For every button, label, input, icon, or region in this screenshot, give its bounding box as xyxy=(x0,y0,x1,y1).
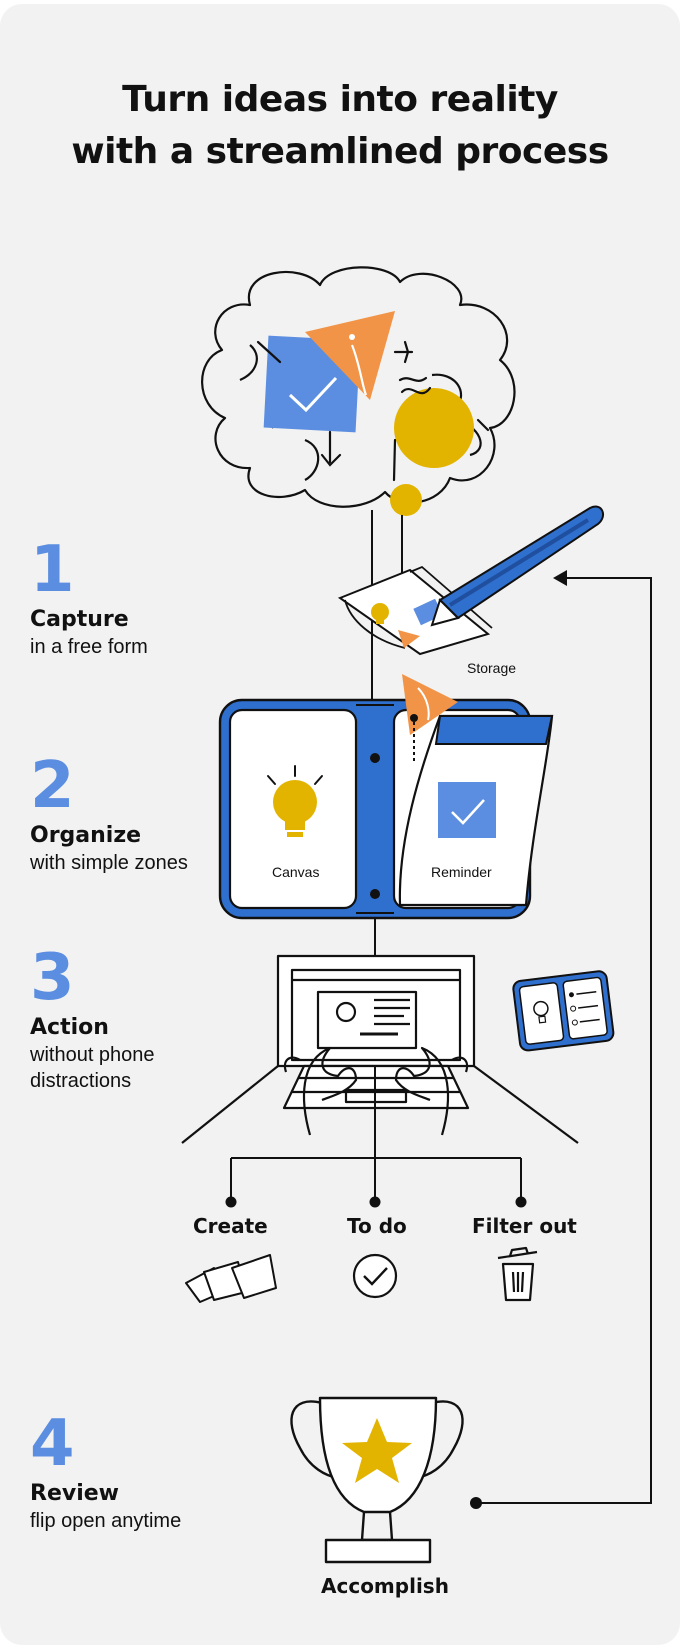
step-number: 3 xyxy=(30,941,75,1015)
title-line-2: with a streamlined process xyxy=(71,131,609,172)
step-number: 1 xyxy=(30,533,75,607)
canvas-label: Canvas xyxy=(272,864,320,880)
step-description: without phone xyxy=(30,1044,155,1066)
step-description: flip open anytime xyxy=(30,1510,182,1532)
storage-label: Storage xyxy=(467,660,517,676)
trash-icon xyxy=(497,1246,538,1302)
step-label: Organize xyxy=(30,823,142,848)
page-title: Turn ideas into reality with a streamlin… xyxy=(0,74,680,178)
pen-icon xyxy=(430,505,605,627)
yellow-circle-icon xyxy=(390,388,474,516)
step-label: Capture xyxy=(30,607,129,632)
step-description-line2: distractions xyxy=(30,1070,132,1092)
step-description: in a free form xyxy=(30,636,148,658)
papers-icon xyxy=(185,1254,277,1303)
step-description: with simple zones xyxy=(30,852,188,874)
star-icon xyxy=(342,1418,412,1483)
step-label: Review xyxy=(30,1481,119,1506)
step-organize: 2 Organize with simple zones xyxy=(30,754,188,876)
accomplish-label: Accomplish xyxy=(321,1574,449,1598)
step-number: 4 xyxy=(30,1407,75,1481)
lightbulb-icon xyxy=(267,765,323,837)
check-circle-icon xyxy=(352,1253,398,1299)
reminder-label: Reminder xyxy=(431,864,492,880)
step-label: Action xyxy=(30,1015,109,1040)
branch-filter-out-label: Filter out xyxy=(472,1214,577,1238)
mini-device-icon xyxy=(512,970,615,1052)
step-review: 4 Review flip open anytime xyxy=(30,1412,181,1534)
step-action: 3 Action without phone distractions xyxy=(30,946,155,1094)
paper-notes-icon xyxy=(337,565,493,656)
orange-triangle-icon xyxy=(305,311,395,400)
step-capture: 1 Capture in a free form xyxy=(30,538,148,660)
step-number: 2 xyxy=(30,749,75,823)
branch-todo-label: To do xyxy=(347,1214,407,1238)
branch-create-label: Create xyxy=(193,1214,268,1238)
foldable-device-icon xyxy=(218,674,554,920)
title-line-1: Turn ideas into reality xyxy=(122,79,558,120)
